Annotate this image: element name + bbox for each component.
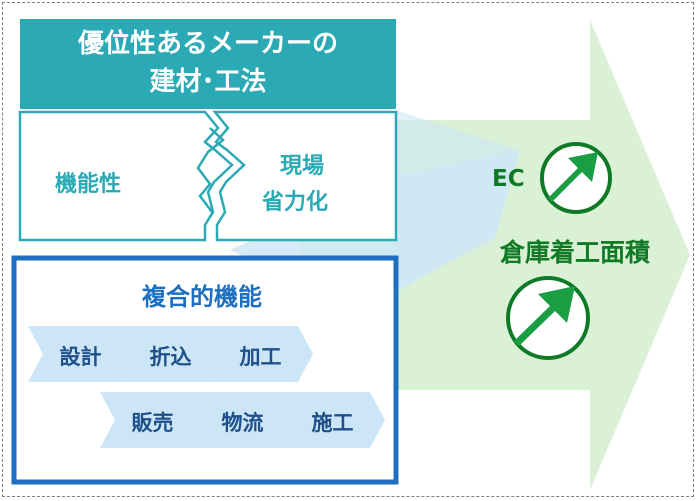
banner-line2: 建材･工法 [149, 67, 267, 97]
puzzle-connector [196, 127, 225, 213]
up-right-arrow-icon [540, 142, 612, 214]
chevron-label-fold: 折込 [149, 345, 192, 369]
chevron-label-design: 設計 [59, 345, 102, 369]
chevron-process [208, 326, 313, 382]
ec-label: EC [492, 166, 525, 192]
puzzle-box [18, 110, 398, 242]
puzzle-left-label: 機能性 [55, 172, 122, 197]
outer-frame [2, 2, 694, 497]
banner-title: 優位性あるメーカーの 建材･工法 [20, 19, 396, 109]
chevron-sales [100, 392, 205, 448]
chevron-label-sales: 販売 [131, 411, 174, 435]
chevron-construction [280, 392, 385, 448]
chevron-design [28, 326, 133, 382]
blue-arrow-body [395, 110, 520, 290]
composite-title: 複合的機能 [142, 283, 262, 311]
chevron-label-construction: 施工 [311, 411, 354, 435]
up-right-arrow-icon [506, 276, 590, 360]
puzzle-right-line1: 現場 [280, 154, 325, 179]
puzzle-right-piece [212, 110, 398, 242]
chevron-logistics [190, 392, 295, 448]
chevron-label-process: 加工 [239, 345, 282, 369]
chevron-fold [118, 326, 223, 382]
banner-line1: 優位性あるメーカーの [77, 29, 338, 59]
warehouse-label: 倉庫着工面積 [500, 238, 651, 267]
chevron-label-logistics: 物流 [221, 411, 264, 435]
puzzle-right-line2: 省力化 [262, 190, 329, 215]
puzzle-left-piece [18, 110, 234, 242]
